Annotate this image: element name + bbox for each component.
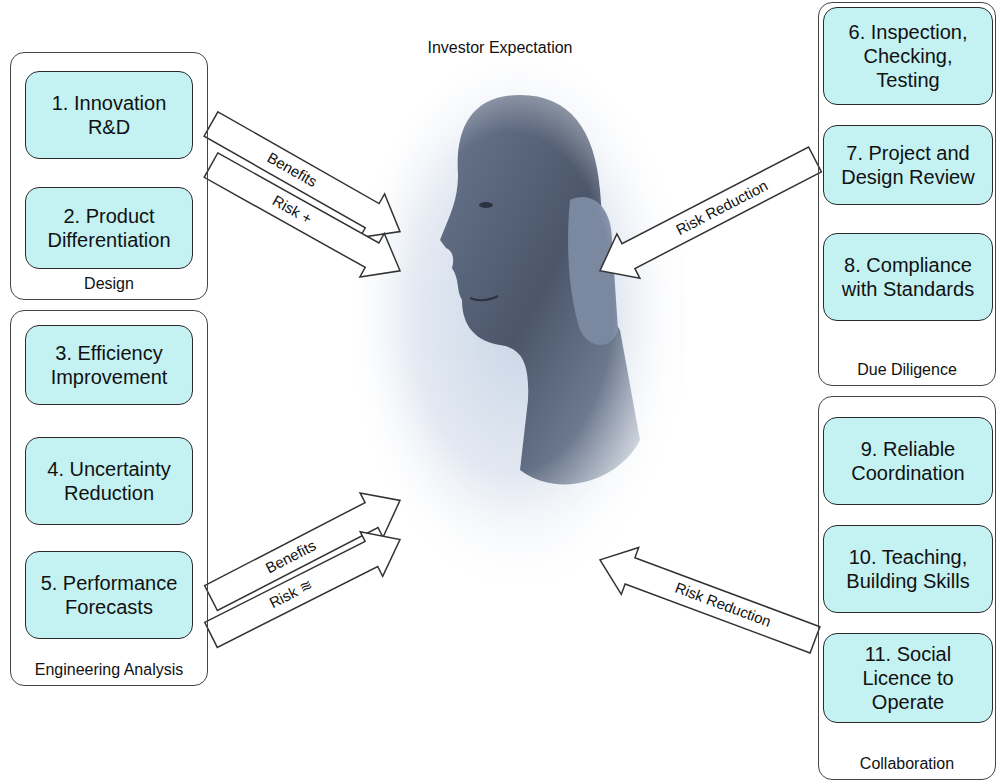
group-heading: Due Diligence <box>819 360 995 379</box>
box-label: 10. Teaching, Building Skills <box>830 545 986 593</box>
block-arrow <box>600 147 821 278</box>
box-label: 5. Performance Forecasts <box>32 571 186 619</box>
box-label: 4. Uncertainty Reduction <box>32 457 186 505</box>
process-box: 10. Teaching, Building Skills <box>823 525 993 613</box>
box-label: 8. Compliance with Standards <box>830 253 986 301</box>
hub-title: Investor Expectation <box>400 38 600 57</box>
box-label: 6. Inspection, Checking, Testing <box>830 20 986 92</box>
process-box: 9. Reliable Coordination <box>823 417 993 505</box>
group-heading: Engineering Analysis <box>11 660 207 679</box>
group-panel: Collaboration 9. Reliable Coordination 10.… <box>818 396 996 780</box>
vignette <box>340 50 680 610</box>
box-label: 7. Project and Design Review <box>830 141 986 189</box>
process-box: 8. Compliance with Standards <box>823 233 993 321</box>
investor-hub: Investor Expectation <box>400 30 600 590</box>
block-arrow <box>600 548 820 654</box>
arrow-label: Risk Reduction <box>670 176 773 240</box>
process-box: 1. Innovation R&D <box>25 71 193 159</box>
process-box: 7. Project and Design Review <box>823 125 993 205</box>
process-box: 6. Inspection, Checking, Testing <box>823 7 993 105</box>
box-label: 2. Product Differentiation <box>32 204 186 252</box>
group-panel: Design 1. Innovation R&D 2. Product Differ… <box>10 52 208 300</box>
group-panel: Due Diligence 6. Inspection, Checking, Te… <box>818 2 996 386</box>
process-box: 11. Social Licence to Operate <box>823 633 993 723</box>
box-label: 9. Reliable Coordination <box>830 437 986 485</box>
process-box: 5. Performance Forecasts <box>25 551 193 639</box>
box-label: 3. Efficiency Improvement <box>32 341 186 389</box>
block-arrow <box>205 532 400 648</box>
process-box: 4. Uncertainty Reduction <box>25 437 193 525</box>
group-panel: Engineering Analysis 3. Efficiency Improv… <box>10 310 208 686</box>
process-box: 3. Efficiency Improvement <box>25 325 193 405</box>
group-heading: Collaboration <box>819 754 995 773</box>
box-label: 11. Social Licence to Operate <box>830 642 986 714</box>
group-heading: Design <box>11 274 207 293</box>
process-box: 2. Product Differentiation <box>25 187 193 269</box>
box-label: 1. Innovation R&D <box>32 91 186 139</box>
